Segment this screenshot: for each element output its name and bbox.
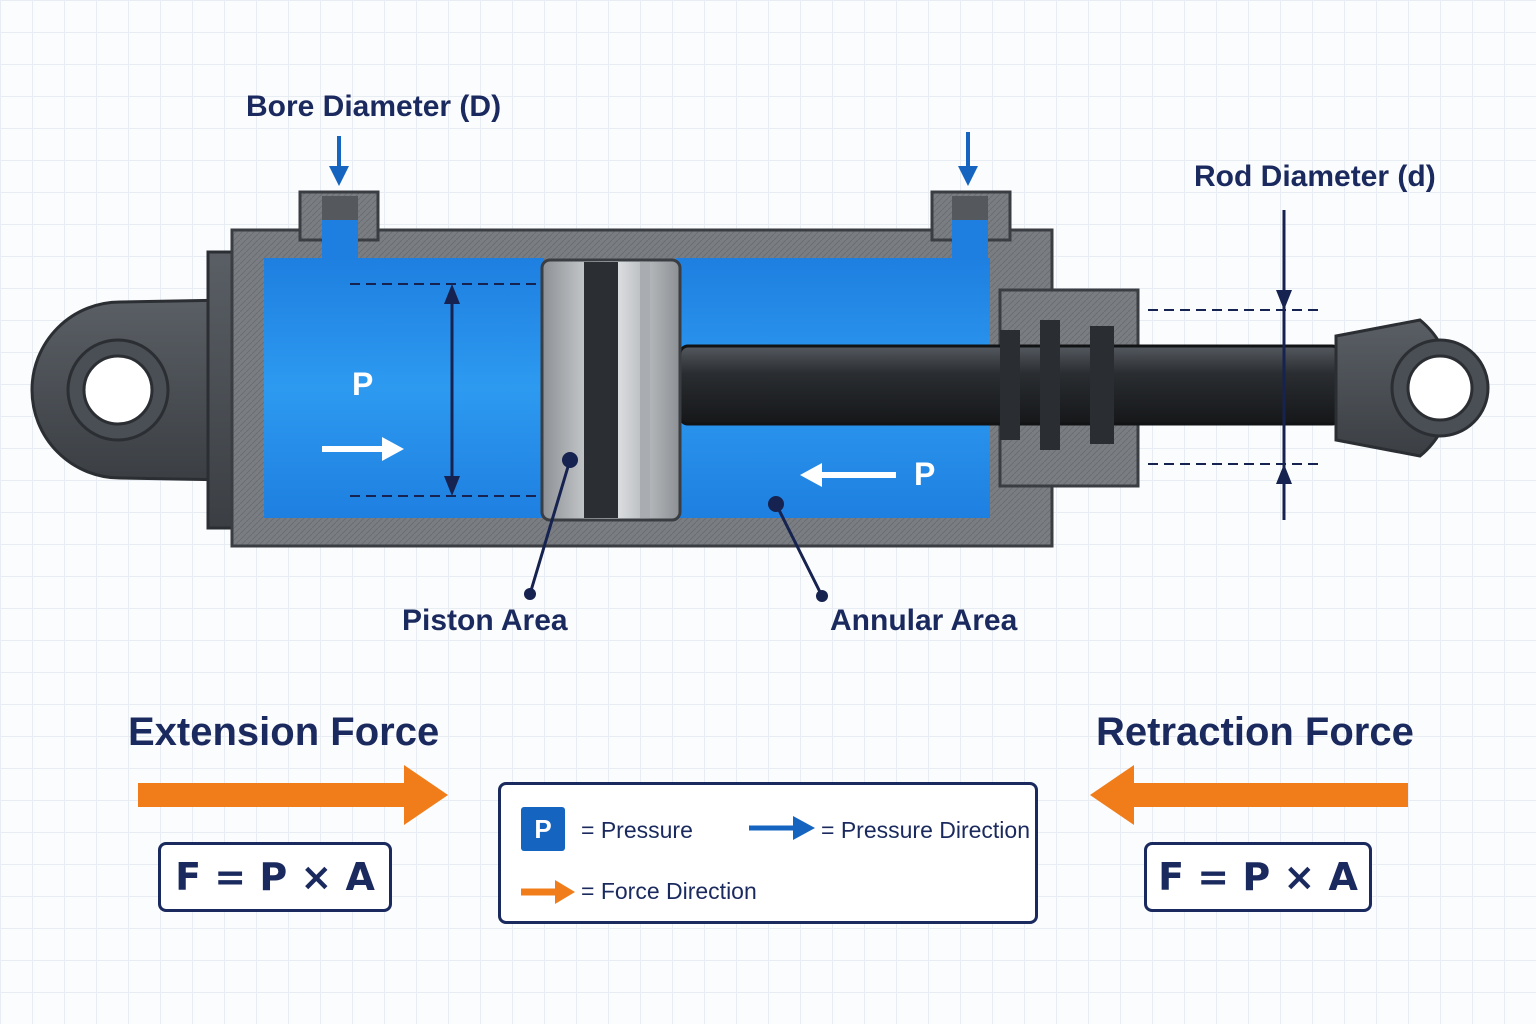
extension-force-formula: F = P × A	[158, 842, 392, 912]
retraction-force-title: Retraction Force	[1096, 710, 1414, 754]
piston	[540, 258, 682, 522]
legend-pressure-label: = Pressure	[581, 817, 693, 843]
rod-port-channel	[952, 220, 988, 260]
retraction-force-formula: F = P × A	[1144, 842, 1372, 912]
rod-port-pressure-arrow	[958, 132, 978, 186]
rod-end-eye	[1334, 318, 1490, 458]
cap-side-fluid	[264, 258, 544, 518]
legend-pressure-symbol: P	[521, 807, 565, 851]
left-clevis-mount	[30, 298, 232, 482]
rod-diameter-label: Rod Diameter (d)	[1194, 160, 1436, 193]
rod-side-pressure-mark: P	[914, 456, 936, 492]
piston-area-leader	[524, 452, 578, 600]
annular-area-label: Annular Area	[830, 604, 1018, 637]
bore-diameter-label: Bore Diameter (D)	[246, 90, 502, 123]
cap-side-pressure-arrow	[322, 437, 404, 461]
bore-diameter-dimension	[350, 283, 540, 497]
piston-area-label: Piston Area	[402, 604, 568, 637]
cap-port-pressure-arrow	[329, 136, 349, 186]
legend: P = Pressure = Pressure Direction = Forc…	[498, 782, 1038, 924]
extension-force-title: Extension Force	[128, 710, 440, 754]
annular-area-leader	[768, 496, 828, 602]
legend-pressure-direction-label: = Pressure Direction	[821, 817, 1030, 843]
cap-side-pressure-mark: P	[352, 366, 374, 402]
rod-side-pressure-arrow	[800, 463, 896, 487]
legend-pressure-direction-arrow	[749, 816, 815, 840]
legend-force-direction-arrow	[521, 880, 575, 904]
retraction-force-arrow	[1090, 765, 1408, 825]
rod-diameter-dimension	[1148, 210, 1322, 520]
legend-force-direction-label: = Force Direction	[581, 878, 757, 904]
cap-port-channel	[322, 220, 358, 260]
extension-force-arrow	[138, 765, 448, 825]
